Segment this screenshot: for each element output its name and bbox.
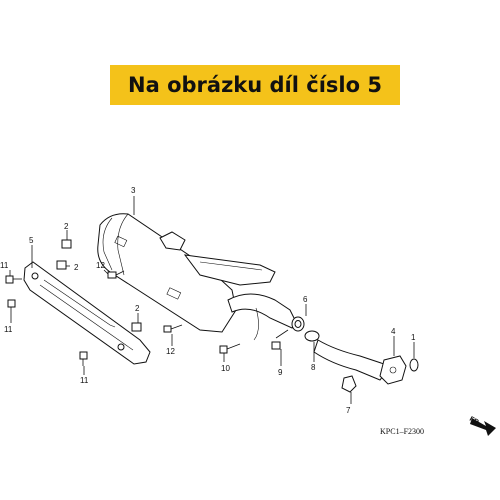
muffler [97, 213, 276, 333]
callout-3: 3 [131, 186, 136, 195]
nut-2-top [61, 239, 72, 249]
callout-2-mid: 2 [74, 263, 79, 272]
callout-2-top: 2 [64, 222, 69, 231]
leader-lines [9, 196, 415, 404]
bolt-9 [219, 343, 241, 354]
callout-1: 1 [411, 333, 416, 342]
down-pipe [313, 339, 407, 385]
callout-11-top: 11 [0, 261, 9, 270]
bolt-12-left [107, 270, 125, 279]
nut-2-bottom [131, 322, 142, 332]
direction-label: FR. [468, 416, 481, 428]
callout-5: 5 [29, 236, 34, 245]
callout-2-bottom: 2 [135, 304, 140, 313]
bolt-8 [271, 329, 289, 350]
callout-11-bottom: 11 [80, 376, 89, 385]
bolt-12-center [163, 324, 183, 333]
diagram-code: KPC1–F2300 [380, 427, 424, 436]
banner-text: Na obrázku díl číslo 5 [128, 73, 382, 97]
callout-12-center: 12 [166, 347, 175, 356]
nut [341, 375, 357, 393]
front-direction-arrow: FR. [468, 416, 496, 436]
callout-7: 8 [311, 363, 316, 372]
callout-11-mid: 11 [4, 325, 13, 334]
gasket [291, 316, 305, 332]
gasket-small [409, 358, 419, 372]
callout-4: 4 [391, 327, 396, 336]
callout-10: 7 [346, 406, 351, 415]
bolt-11-bottom [79, 351, 88, 366]
callout-9: 10 [221, 364, 230, 373]
callout-8: 9 [278, 368, 283, 377]
heat-shield [23, 261, 151, 365]
nut-2-mid [56, 260, 67, 270]
callout-6: 6 [303, 295, 308, 304]
part-banner: Na obrázku díl číslo 5 [110, 65, 400, 105]
bolt-11-top [5, 275, 22, 284]
collar [304, 330, 320, 342]
callout-12-left: 12 [96, 261, 105, 270]
exhaust-pipe [227, 293, 297, 341]
bolt-11-mid [7, 299, 16, 308]
